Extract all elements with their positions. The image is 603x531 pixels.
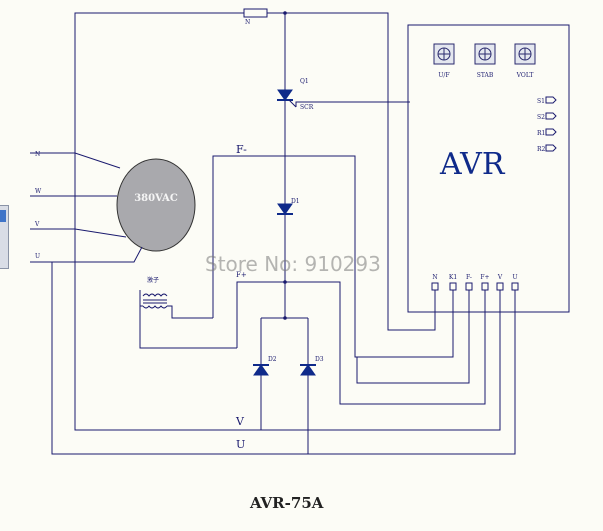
generator-stator (116, 158, 196, 252)
svg-text:R1: R1 (537, 130, 545, 137)
knob-stab[interactable] (474, 43, 496, 65)
knob-volt[interactable] (514, 43, 536, 65)
term-label-n: N (432, 274, 437, 281)
svg-text:S1: S1 (537, 98, 545, 105)
side-terminal-s2: S2 (537, 112, 557, 121)
knob-label-uf: U/F (438, 72, 449, 79)
exciter-coil (142, 293, 168, 309)
phase-label-w: W (35, 188, 42, 195)
term-label-v: V (497, 274, 503, 281)
junction-mid (283, 280, 287, 284)
side-terminal-r1: R1 (537, 128, 557, 137)
neutral-top-wire (74, 12, 436, 331)
phase-label-v: V (34, 221, 40, 228)
partial-window-edge (0, 205, 9, 269)
vu-buses (261, 290, 516, 455)
knob-uf[interactable] (433, 43, 455, 65)
motor-label: 380VAC (134, 193, 178, 204)
term-label-f-plus: F+ (480, 274, 489, 281)
side-terminal-r2: R2 (537, 144, 557, 153)
avr-title: AVR (440, 147, 505, 182)
f-plus-wire (236, 281, 486, 405)
d1-label: D1 (291, 198, 300, 205)
knob-label-volt: VOLT (516, 72, 534, 79)
phase-input-wires (30, 152, 308, 455)
avr-module-box (407, 24, 570, 313)
scr-gate-wire (295, 101, 410, 107)
fuse-label: N (245, 19, 250, 26)
phase-label-n: N (35, 151, 40, 158)
exciter-label: 激子 (147, 276, 159, 284)
knob-label-stab: STAB (477, 72, 494, 79)
svg-text:R2: R2 (537, 146, 546, 153)
d3-label: D3 (315, 356, 324, 363)
term-label-f-minus: F- (466, 274, 472, 281)
term-label-k1: K1 (449, 274, 457, 281)
fuse (243, 8, 268, 18)
f-minus-label: F- (236, 143, 247, 156)
d1-diode (277, 203, 293, 215)
exciter-wires (139, 305, 237, 349)
bottom-terminal-tabs (431, 282, 519, 291)
model-caption: AVR-75A (250, 494, 324, 512)
phase-label-u: U (35, 253, 40, 260)
d2-label: D2 (268, 356, 277, 363)
junction-bottom (283, 316, 287, 320)
q1-scr (277, 89, 297, 108)
window-button (0, 210, 6, 222)
svg-text:S2: S2 (537, 114, 545, 121)
d2-diode (253, 364, 269, 376)
scr-label: SCR (300, 104, 314, 111)
term-label-u: U (512, 274, 517, 281)
rectifier-bridge (260, 317, 309, 454)
f-plus-label: F+ (236, 271, 247, 279)
d3-diode (300, 364, 316, 376)
u-bus-label: U (236, 438, 245, 451)
v-bus-label: V (235, 415, 245, 428)
side-terminal-s1: S1 (537, 96, 557, 105)
q1-label: Q1 (300, 78, 309, 85)
